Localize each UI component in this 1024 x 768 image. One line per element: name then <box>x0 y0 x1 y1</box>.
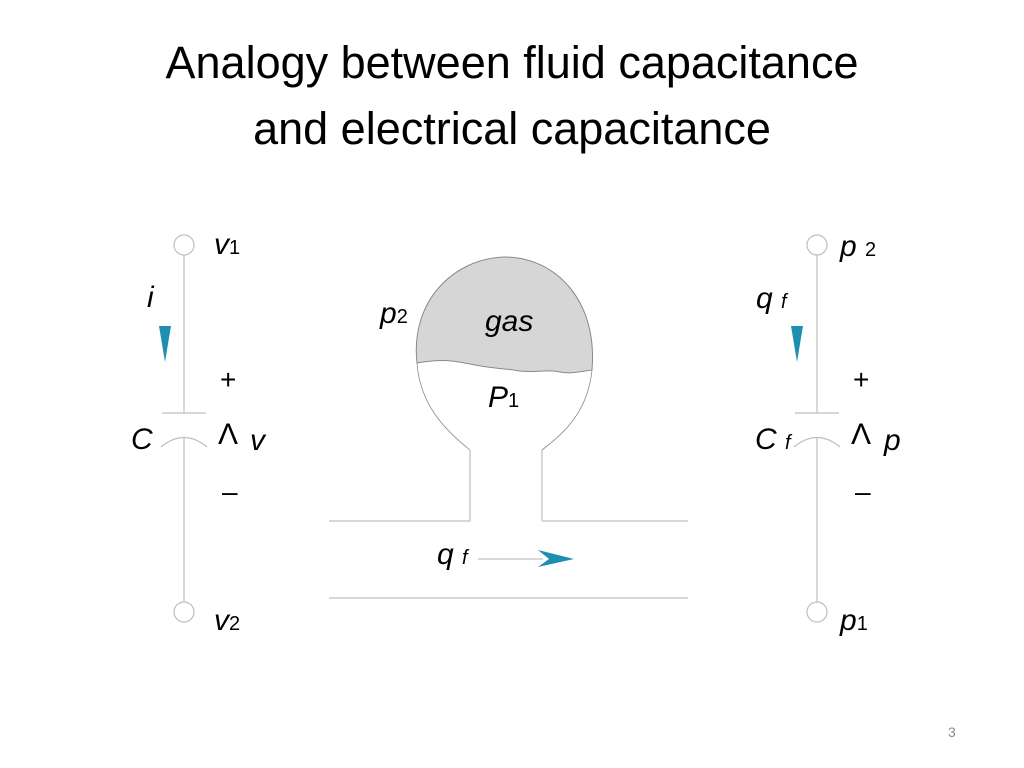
gas-tank <box>329 256 688 599</box>
terminal-v1 <box>173 234 195 256</box>
label-fluid-wedge: Λ <box>851 418 872 451</box>
gas-region <box>415 256 594 374</box>
title-line-2: and electrical capacitance <box>253 103 771 154</box>
label-plus: + <box>220 364 237 395</box>
title-line-1: Analogy between fluid capacitance <box>165 37 859 88</box>
label-current: i <box>147 281 154 314</box>
label-gas-pressure: p2 <box>380 297 408 330</box>
label-v2: v2 <box>214 604 241 637</box>
label-capacitance: C <box>131 423 153 456</box>
label-fluid-minus: – <box>855 476 871 507</box>
flow-arrowhead <box>538 550 574 567</box>
label-fluid-plus: + <box>853 364 870 395</box>
tank-lower-wall <box>416 362 593 451</box>
label-fluid-flow: q f <box>756 282 787 315</box>
label-fluid-pressure: p <box>884 424 901 457</box>
label-gas: gas <box>485 305 534 338</box>
terminal-v2 <box>173 601 195 623</box>
slide-number: 3 <box>948 724 956 740</box>
slide-title: Analogy between fluid capacitance and el… <box>0 30 1024 162</box>
fluid-circuit <box>793 234 841 623</box>
label-fluid-capacitance: C f <box>755 423 791 456</box>
label-voltage: v <box>250 424 265 457</box>
terminal-p2 <box>806 234 828 256</box>
electrical-circuit <box>160 234 208 623</box>
label-p1: p1 <box>840 604 868 637</box>
terminal-p1 <box>806 601 828 623</box>
label-wedge: Λ <box>218 418 239 451</box>
label-p2: p 2 <box>840 230 877 263</box>
fluid-flow-arrow <box>791 326 803 362</box>
label-v1: v1 <box>214 228 241 261</box>
label-minus: – <box>222 476 238 507</box>
pipe <box>329 450 688 599</box>
current-arrow <box>159 326 171 362</box>
label-liquid-pressure: P1 <box>488 381 520 414</box>
label-tank-flow: q f <box>437 538 468 571</box>
